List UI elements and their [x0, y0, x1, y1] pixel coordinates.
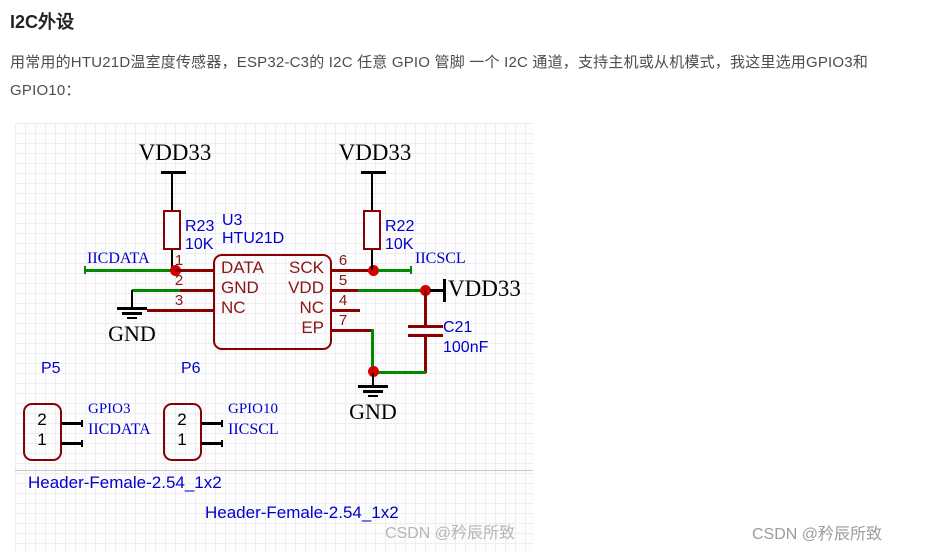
header-p5-stub2 [61, 422, 83, 425]
page-title: I2C外设 [10, 12, 75, 32]
page-watermark: CSDN @矜辰所致 [752, 526, 883, 543]
header-p5-stub2-tick [81, 420, 83, 427]
cap-c21-ref: C21 [443, 319, 473, 336]
header-p5-stub1 [61, 442, 83, 445]
vdd-node-lead [430, 289, 443, 292]
pin7-stub [332, 329, 373, 332]
cap-c21-plate-top [408, 325, 443, 328]
header-p6-stub2 [201, 422, 223, 425]
pin7-wire-vertical [371, 329, 374, 373]
net-label-iicscl: IICSCL [415, 250, 466, 267]
chip-ref: U3 [222, 212, 243, 229]
gnd-right-lead [372, 373, 374, 386]
resistor-r23-body [163, 210, 181, 250]
pin-name-nc-left: NC [221, 298, 246, 317]
resistor-r23-ref: R23 [185, 218, 215, 235]
header-p6-ref: P6 [181, 360, 201, 377]
pin2-wire [132, 289, 180, 292]
header-p6-label-iicscl: IICSCL [228, 421, 279, 438]
header-p5-body [23, 403, 62, 461]
header-p5-label-iicdata: IICDATA [88, 421, 151, 438]
resistor-r22-body [363, 210, 381, 250]
pin-number-1: 1 [174, 252, 184, 269]
header-p5-pin2: 2 [37, 410, 47, 429]
paragraph-line-2: GPIO10： [10, 82, 81, 99]
header-p5-label-gpio3: GPIO3 [88, 401, 131, 417]
header-p5-stub1-tick [81, 440, 83, 447]
pin1-stub [175, 269, 213, 272]
header-p6-stub1 [201, 442, 223, 445]
net-iicscl-tick [410, 266, 412, 274]
resistor-r22-lead [371, 250, 373, 270]
header-p6-label-gpio10: GPIO10 [228, 401, 279, 417]
gnd-right-bar2 [363, 390, 383, 393]
gnd-node-wire [373, 371, 426, 374]
header-p6-pin1: 1 [177, 430, 187, 449]
header-p6-stub2-tick [221, 420, 223, 427]
pin-number-5: 5 [338, 272, 348, 289]
pin-number-2: 2 [174, 272, 184, 289]
cap-c21-value: 100nF [443, 339, 489, 356]
power-label-vdd33-node: VDD33 [448, 276, 521, 301]
gnd-left-bar2 [122, 312, 142, 315]
cap-c21-lead-bottom [424, 337, 427, 373]
power-label-vdd33-left: VDD33 [138, 140, 212, 165]
gnd-right-bar3 [368, 395, 378, 397]
power-bar-right [361, 171, 386, 174]
footprint-label-p6: Header-Female-2.54_1x2 [205, 503, 399, 522]
resistor-r23-value: 10K [185, 236, 214, 253]
net-iicdata-wire [84, 269, 176, 272]
junction-pin6 [368, 265, 379, 276]
header-p6-body [163, 403, 202, 461]
gnd-right-label: GND [349, 399, 397, 424]
pin-number-7: 7 [338, 312, 348, 329]
header-p6-pin2: 2 [177, 410, 187, 429]
cap-c21-lead-top [424, 290, 427, 326]
pin-number-6: 6 [338, 252, 348, 269]
chip-body [213, 254, 332, 350]
header-p5-ref: P5 [41, 360, 61, 377]
header-p5-pin1: 1 [37, 430, 47, 449]
pin-number-4: 4 [338, 292, 348, 309]
pin-name-ep: EP [301, 318, 324, 337]
pin3-stub [147, 309, 213, 312]
gnd-left-lead [131, 290, 133, 308]
resistor-r22-value: 10K [385, 236, 414, 253]
gnd-left-bar3 [127, 317, 137, 319]
pin2-stub [180, 289, 213, 292]
gnd-left-bar1 [117, 307, 147, 310]
power-bar-left [161, 171, 186, 174]
schematic-image[interactable]: VDD33 R23 10K U3 HTU21D IICDATA 1 2 3 GN… [15, 123, 533, 552]
resistor-r23-lead [171, 250, 173, 271]
power-lead-left [171, 173, 173, 210]
pin-name-data: DATA [221, 258, 264, 277]
cap-c21-plate-bottom [408, 334, 443, 337]
pin4-stub [332, 309, 360, 312]
vdd-node-bar [443, 279, 446, 302]
pin-name-vdd: VDD [288, 278, 324, 297]
pin-name-sck: SCK [289, 258, 324, 277]
power-label-vdd33-right: VDD33 [338, 140, 412, 165]
junction-gnd-node [368, 366, 379, 377]
gnd-left-label: GND [108, 321, 156, 346]
paragraph-line-1: 用常用的HTU21D温室度传感器，ESP32-C3的 I2C 任意 GPIO 管… [10, 54, 869, 71]
gnd-right-bar1 [358, 385, 388, 388]
schematic-divider-line [15, 470, 533, 471]
net-iicscl-wire [378, 269, 411, 272]
pin-name-gnd: GND [221, 278, 259, 297]
power-lead-right [371, 173, 373, 210]
pin5-stub [332, 289, 358, 292]
schematic-watermark: CSDN @矜辰所致 [385, 525, 516, 542]
pin-name-nc-right: NC [299, 298, 324, 317]
resistor-r22-ref: R22 [385, 218, 415, 235]
net-label-iicdata: IICDATA [87, 250, 150, 267]
footprint-label-p5: Header-Female-2.54_1x2 [28, 473, 222, 492]
pin6-stub [332, 269, 373, 272]
chip-part: HTU21D [222, 230, 285, 247]
header-p6-stub1-tick [221, 440, 223, 447]
pin5-wire [358, 289, 425, 292]
pin-number-3: 3 [174, 292, 184, 309]
